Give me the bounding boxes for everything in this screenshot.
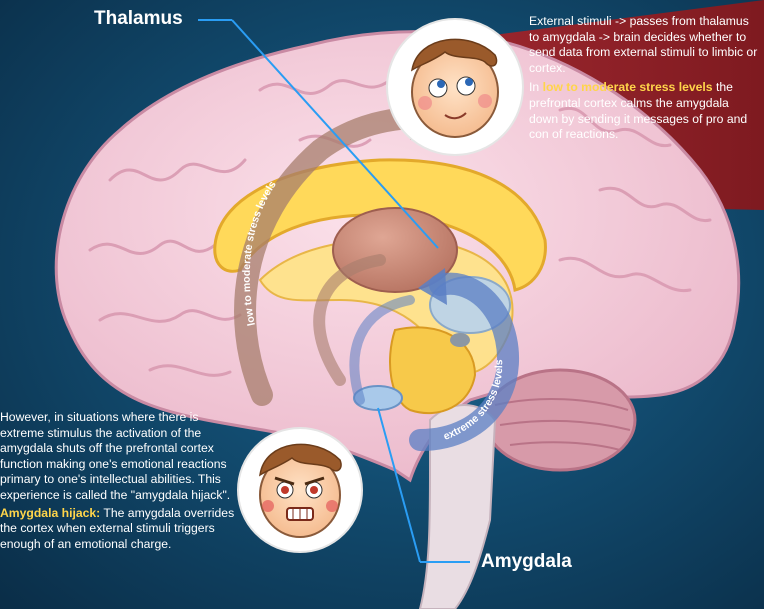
right-para-2-highlight: low to moderate stress levels [543, 80, 713, 94]
angry-face-icon [238, 428, 362, 552]
right-para-2: In low to moderate stress levels the pre… [529, 80, 761, 142]
left-text-panel: However, in situations where there is ex… [0, 410, 236, 554]
left-para-1: However, in situations where there is ex… [0, 410, 236, 504]
amygdala-label: Amygdala [481, 551, 572, 573]
right-para-1: External stimuli -> passes from thalamus… [529, 14, 761, 76]
thalamus-label: Thalamus [94, 8, 183, 30]
right-para-2-prefix: In [529, 80, 543, 94]
right-text-panel: External stimuli -> passes from thalamus… [529, 14, 761, 147]
left-para-2-highlight: Amygdala hijack: [0, 506, 100, 520]
pituitary [450, 333, 470, 347]
left-para-2: Amygdala hijack: The amygdala overrides … [0, 506, 236, 553]
calm-face-icon [387, 19, 523, 155]
